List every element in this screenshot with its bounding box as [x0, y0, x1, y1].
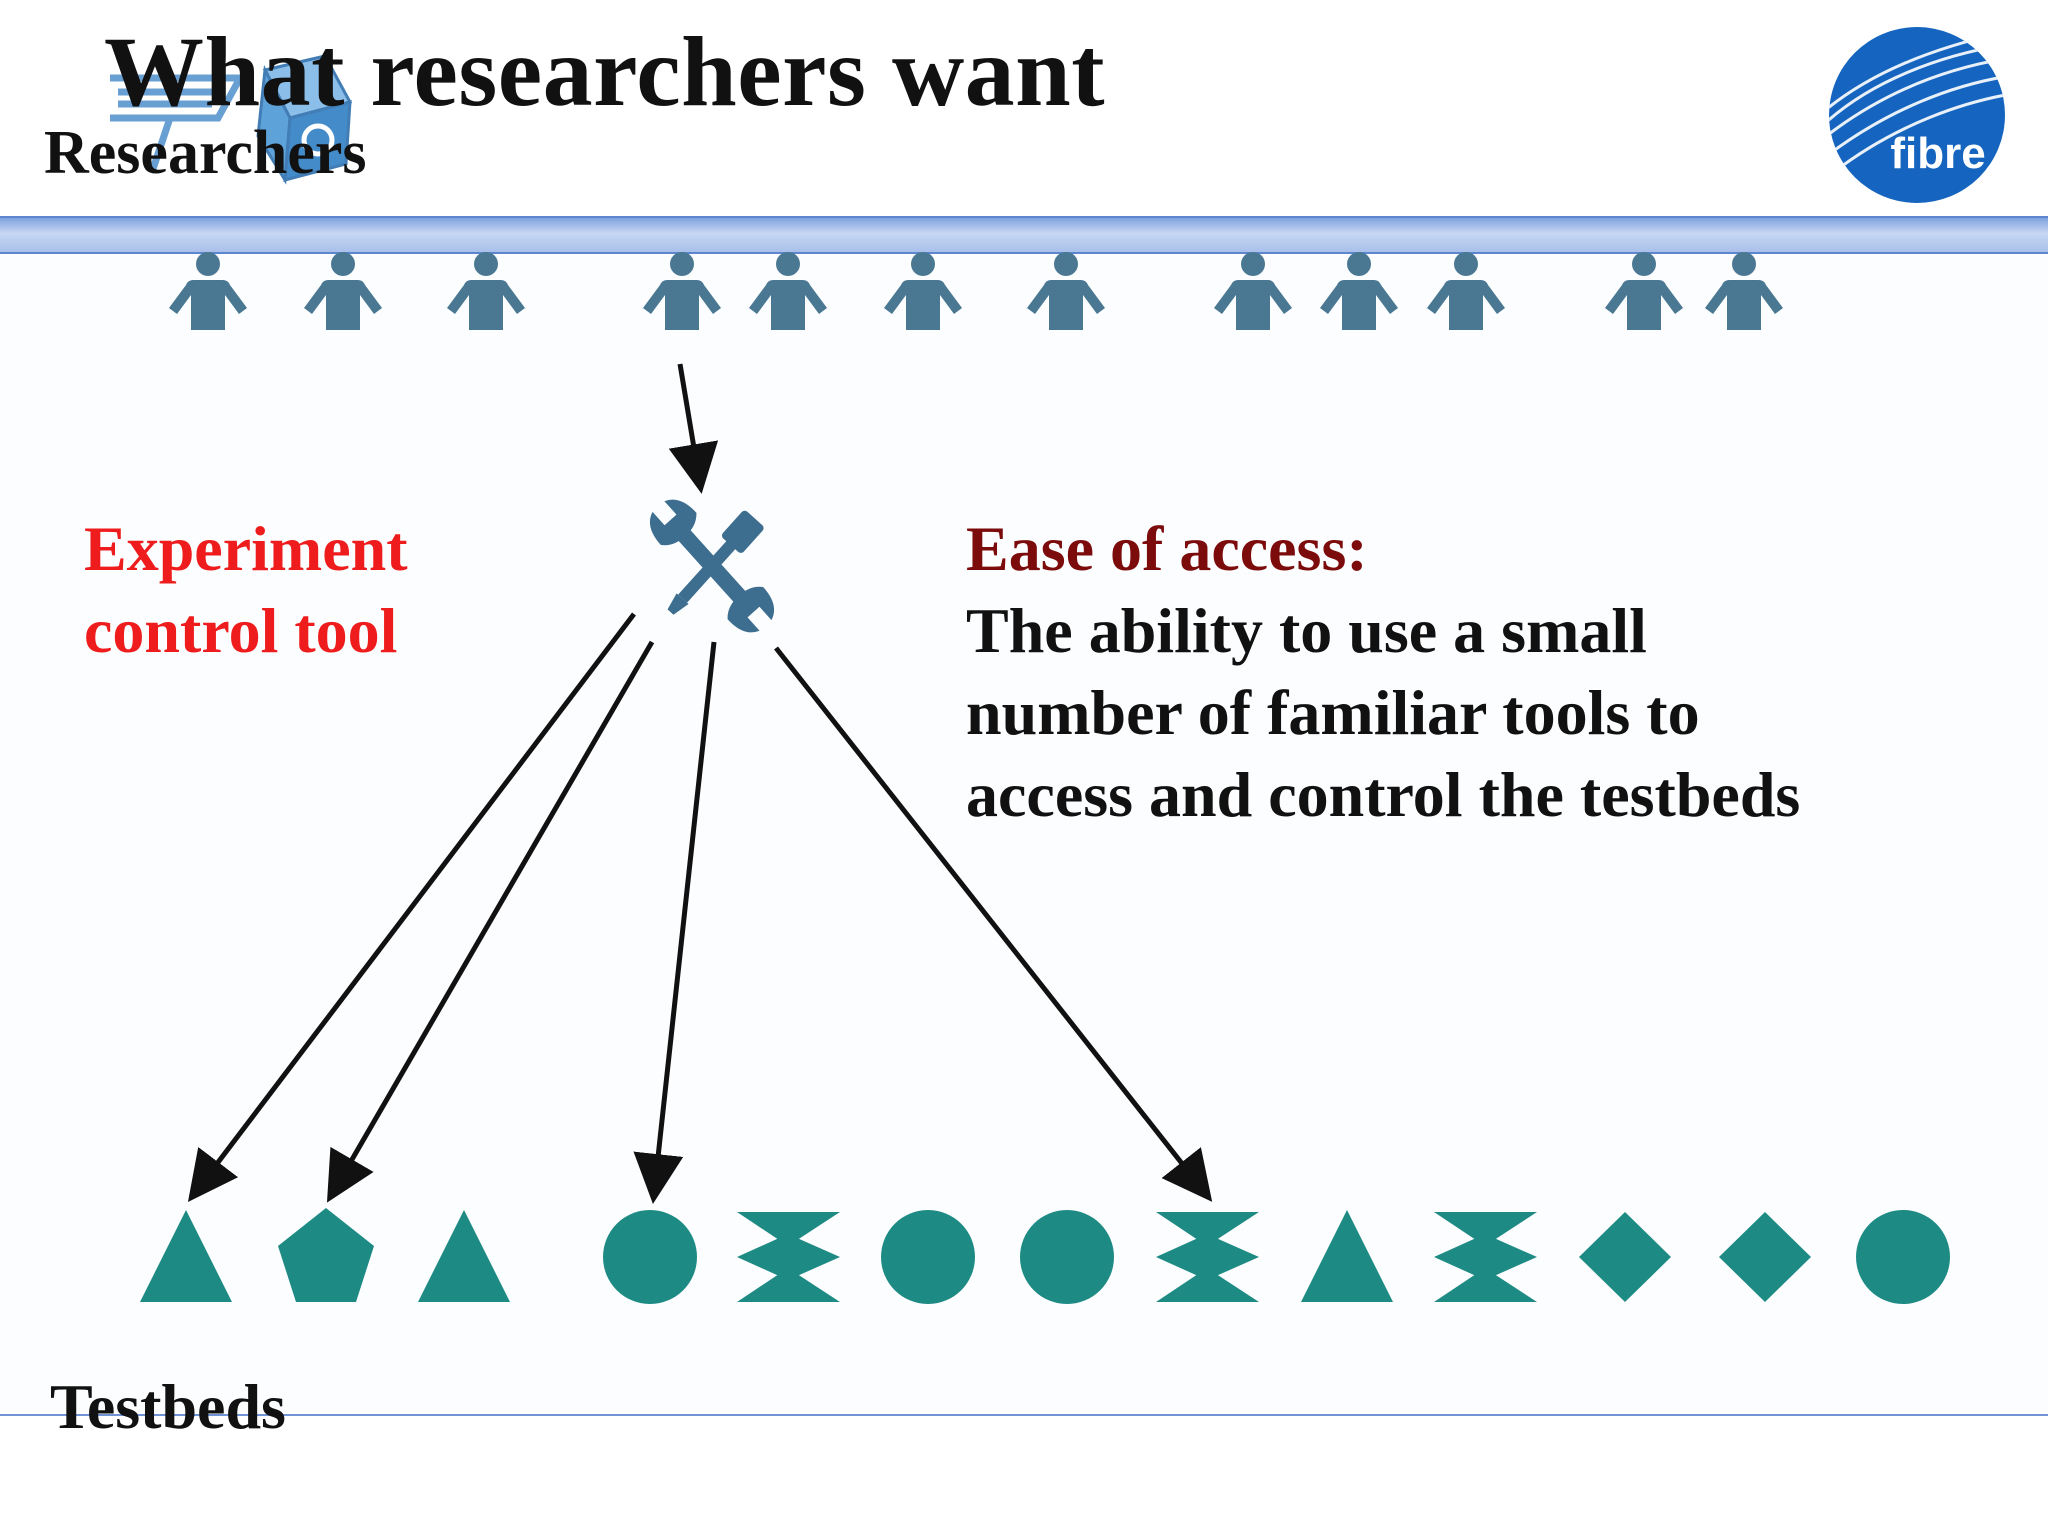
wrench-screwdriver-icon: [649, 499, 775, 633]
ease-line-2: number of familiar tools to: [966, 677, 1700, 748]
tool-label-line-2: control tool: [84, 595, 398, 666]
researcher-icon: [1320, 252, 1398, 330]
arrow-tool-to-testbed-8: [774, 646, 1213, 1202]
researcher-icon: [643, 252, 721, 330]
arrow-researcher-to-tool: [668, 363, 719, 494]
testbed-diamond: [1719, 1212, 1811, 1302]
testbed-diamond: [1579, 1212, 1671, 1302]
researcher-icon: [304, 252, 382, 330]
page-title: What researchers want: [104, 16, 1106, 127]
arrow-tool-to-testbed-2: [326, 640, 655, 1203]
fibre-logo-text: fibre: [1890, 129, 1985, 178]
experiment-control-tool-label: Experiment control tool: [84, 508, 408, 672]
testbed-hourglass-mid: [1434, 1234, 1537, 1280]
testbed-triangle: [1301, 1210, 1393, 1302]
arrows: [187, 363, 1213, 1204]
researcher-icon: [1214, 252, 1292, 330]
arrow-tool-to-testbed-4: [633, 641, 717, 1204]
researcher-icon: [884, 252, 962, 330]
testbed-circle: [1020, 1210, 1114, 1304]
ease-line-3: access and control the testbeds: [966, 759, 1801, 830]
testbed-hourglass-mid: [1156, 1234, 1259, 1280]
content-background: [0, 252, 2048, 1412]
researcher-icon: [749, 252, 827, 330]
header-divider-bar: [0, 216, 2048, 254]
fibre-logo: fibre: [1829, 27, 2005, 203]
ease-of-access-text: Ease of access: The ability to use a sma…: [966, 508, 1800, 836]
testbed-triangle: [418, 1210, 510, 1302]
arrow-tool-to-testbed-1: [187, 612, 636, 1202]
testbed-hourglass-bottom: [737, 1268, 840, 1302]
testbeds-divider-line: [0, 1414, 2048, 1416]
project-cube-logo: [110, 54, 353, 185]
testbed-pentagon: [278, 1208, 374, 1302]
ease-heading: Ease of access:: [966, 513, 1368, 584]
testbed-circle: [603, 1210, 697, 1304]
testbed-hourglass-mid: [737, 1234, 840, 1280]
researcher-icon: [1427, 252, 1505, 330]
researcher-icons: [169, 252, 1783, 330]
researcher-icon: [169, 252, 247, 330]
testbed-circle: [881, 1210, 975, 1304]
researcher-icon: [1027, 252, 1105, 330]
testbed-triangle: [140, 1210, 232, 1302]
ease-line-1: The ability to use a small: [966, 595, 1647, 666]
researcher-icon: [447, 252, 525, 330]
testbed-hourglass-bottom: [1156, 1268, 1259, 1302]
testbed-circle: [1856, 1210, 1950, 1304]
researcher-icon: [1705, 252, 1783, 330]
testbed-hourglass: [1434, 1212, 1537, 1246]
testbed-hourglass-bottom: [1434, 1268, 1537, 1302]
tool-label-line-1: Experiment: [84, 513, 408, 584]
testbed-shapes: [140, 1208, 1950, 1304]
researcher-icon: [1605, 252, 1683, 330]
testbeds-label: Testbeds: [50, 1371, 286, 1442]
researchers-label: Researchers: [44, 119, 367, 187]
testbed-hourglass: [1156, 1212, 1259, 1246]
testbed-hourglass: [737, 1212, 840, 1246]
